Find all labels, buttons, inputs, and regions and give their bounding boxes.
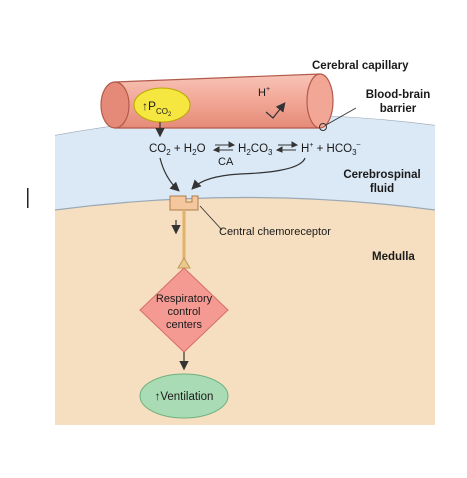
svg-text:Respiratory: Respiratory bbox=[156, 293, 213, 305]
svg-text:↑Ventilation: ↑Ventilation bbox=[155, 391, 214, 403]
bbb-pointer-dot bbox=[319, 123, 327, 131]
equilibrium-arrow-2 bbox=[275, 141, 299, 153]
cerebral-capillary-label: Cerebral capillary bbox=[312, 60, 409, 72]
svg-text:↑PCO2: ↑PCO2 bbox=[142, 99, 172, 118]
csf-label-line1: Cerebrospinal bbox=[343, 169, 420, 181]
svg-text:centers: centers bbox=[166, 319, 203, 331]
h-plus-blocked-arrow bbox=[265, 102, 286, 119]
respiratory-control-centers: Respiratory control centers bbox=[139, 267, 229, 353]
reaction-equation: CO2 + H2O H2CO3 H+ + HCO3– bbox=[149, 141, 361, 158]
co2-to-receptor-arrow bbox=[159, 157, 180, 192]
central-chemoreceptor-label: Central chemoreceptor bbox=[219, 226, 331, 238]
central-chemoreceptor bbox=[169, 195, 199, 211]
equilibrium-arrow-1 bbox=[212, 141, 236, 153]
csf-label-line2: fluid bbox=[370, 183, 394, 195]
ventilation-oval: ↑Ventilation bbox=[139, 373, 229, 419]
medulla-label: Medulla bbox=[372, 251, 415, 263]
text-cursor bbox=[27, 188, 29, 208]
csf-medulla-boundary bbox=[54, 196, 436, 211]
h-plus-capillary: H+ bbox=[258, 86, 270, 99]
chemoreceptor-pointer-line bbox=[199, 205, 223, 231]
bbb-pointer-line bbox=[325, 107, 357, 126]
h-to-receptor-arrow bbox=[191, 157, 306, 190]
bbb-label-line1: Blood-brain bbox=[366, 89, 431, 101]
bbb-label-line2: barrier bbox=[380, 103, 417, 115]
csf-region bbox=[55, 114, 435, 210]
svg-text:control: control bbox=[167, 306, 200, 318]
carbonic-anhydrase-label: CA bbox=[218, 156, 234, 168]
pco2-oval: ↑PCO2 bbox=[133, 87, 191, 123]
